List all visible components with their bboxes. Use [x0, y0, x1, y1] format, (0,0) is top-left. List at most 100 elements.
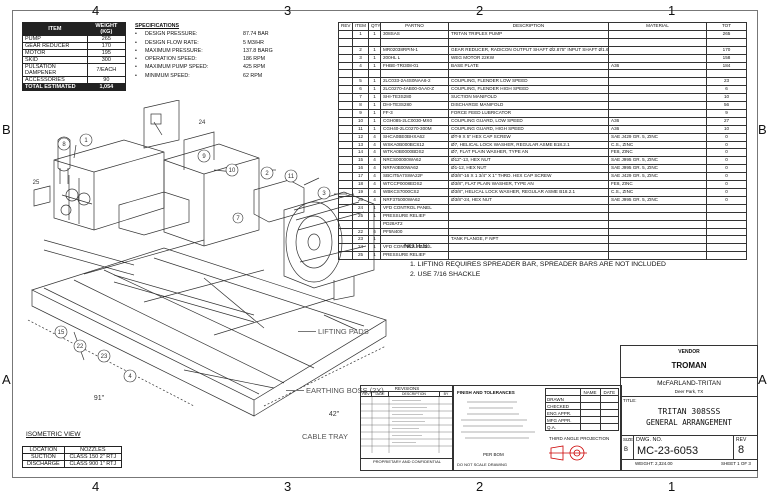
bom-cell: 0	[706, 164, 747, 174]
sheet-label: SHEET 1 OF 3	[721, 461, 751, 466]
bom-cell: ØT-9 X 5" HEX CAP SCREW	[448, 132, 609, 142]
bom-cell	[368, 37, 381, 47]
weight-item: PUMP	[22, 35, 88, 43]
balloon-9: 9	[197, 149, 211, 163]
svg-text:7: 7	[236, 216, 240, 222]
spec-title: SPECIFICATIONS	[135, 23, 180, 29]
lifting-leader	[298, 331, 316, 332]
bom-row	[338, 69, 747, 79]
bom-cell: Ø3/8"-16 X 1 3/4" X 1" THRD. HEX CAP SCR…	[448, 172, 609, 182]
bom-cell: TRITAN TRIPLEX PUMP	[448, 29, 609, 39]
nozzle-spec: CLASS 900 1" RTJ	[63, 460, 123, 468]
bom-cell	[706, 219, 747, 229]
specifications: SPECIFICATIONS •DESIGN PRESSURE:87.74 BA…	[135, 22, 325, 80]
revisions-block: REVISIONS REV DATE DESCRIPTION BY PROPRI…	[360, 385, 454, 471]
svg-text:22: 22	[77, 344, 84, 350]
zone-top-2: 2	[476, 3, 484, 18]
bom-cell	[448, 227, 609, 237]
revisions-rows	[361, 397, 453, 453]
bom-cell	[352, 69, 369, 79]
bom-cell	[338, 37, 353, 47]
bom-cell: SAE J995 GR. 5, ZINC	[608, 195, 707, 205]
bom-cell	[706, 203, 747, 213]
zone-top-4: 4	[92, 3, 100, 18]
motor	[283, 191, 375, 289]
weight-header-weight: WEIGHT (KG)	[86, 22, 127, 36]
bom-cell	[706, 235, 747, 245]
bom-cell	[706, 251, 747, 261]
rev-value: 8	[738, 444, 745, 456]
bom-header-partno: PARTNO	[380, 22, 449, 31]
bom-cell: COUPLING, FLENDER LOW SPEED	[448, 77, 609, 87]
zone-right-a: A	[758, 372, 767, 387]
pump-body	[53, 139, 165, 231]
dimension-42: 42"	[329, 411, 340, 418]
bom-cell: 27	[706, 116, 747, 126]
bom-cell: 9	[706, 108, 747, 118]
divider	[621, 459, 757, 460]
balloon-2: 2	[260, 166, 274, 180]
tolerance-title: FINISH AND TOLERANCES	[457, 390, 515, 395]
svg-text:15: 15	[58, 330, 65, 336]
bom-cell	[338, 77, 353, 87]
bom-cell: DISCHARGE MANIFOLD	[448, 101, 609, 110]
isometric-drawing: 8 1 9 24 10 2 11 3 15 22 23 4 25 7 91" 4…	[27, 100, 387, 418]
bom-cell	[608, 77, 707, 87]
bom-cell: 308SAS	[380, 29, 449, 39]
zone-bottom-3: 3	[284, 479, 292, 494]
bom-cell	[448, 69, 609, 79]
balloon-15: 15	[54, 325, 68, 339]
weight-item: GEAR REDUCER	[22, 42, 88, 50]
bom-cell: Ø12"-13, HEX NUT	[448, 156, 609, 166]
bom-cell: SAE J429 GR. 5, ZINC	[608, 132, 707, 142]
bom-cell	[706, 227, 747, 237]
weight-value: 195	[86, 49, 127, 57]
zone-left-a: A	[2, 372, 11, 387]
bom-cell: C.S., ZINC	[608, 140, 707, 150]
bom-cell: COUPLING GUARD, LOW SPEED	[448, 116, 609, 126]
spec-row: •MINIMUM SPEED:62 RPM	[135, 72, 263, 79]
bom-cell: MR02038RPIN-1	[380, 45, 449, 55]
divider	[621, 396, 757, 397]
bom-cell: 1	[368, 85, 381, 95]
per-bom-label: PER BOM	[483, 452, 504, 457]
spec-row: •MAXIMUM PUMP SPEED:425 RPM	[135, 64, 266, 71]
bom-cell: 200HL L	[380, 53, 449, 63]
vendor-name: TROMAN	[671, 361, 707, 370]
weight-header-item: ITEM	[22, 22, 88, 36]
spec-row: •OPERATION SPEED:186 RPM	[135, 56, 266, 63]
bom-cell: 5	[352, 77, 369, 87]
weight-label: WEIGHT: 2,324.00	[635, 461, 673, 466]
zone-top-3: 3	[284, 3, 292, 18]
bom-cell: 6	[706, 85, 747, 95]
do-not-scale-label: DO NOT SCALE DRAWING	[457, 462, 508, 467]
bom-row	[338, 37, 747, 47]
title-line-2: GENERAL ARRANGEMENT	[646, 418, 732, 427]
bom-header-rev: REV	[338, 22, 353, 31]
bom-cell	[338, 45, 353, 55]
balloon-3: 3	[317, 186, 331, 200]
bom-cell	[448, 219, 609, 229]
bom-cell	[338, 85, 353, 95]
bom-cell	[608, 108, 707, 118]
bom-cell: 2	[352, 45, 369, 55]
title-line-1: TRITAN 308SSS	[657, 407, 721, 416]
bom-cell: 1	[368, 29, 381, 39]
bom-cell	[608, 101, 707, 110]
projection-icon	[549, 445, 587, 461]
bom-cell: 2LC033-2A4S0NAA6-2	[380, 77, 449, 87]
bom-cell	[706, 243, 747, 253]
bom-cell: 0	[706, 195, 747, 205]
weight-item: ACCESSORIES	[22, 76, 88, 84]
